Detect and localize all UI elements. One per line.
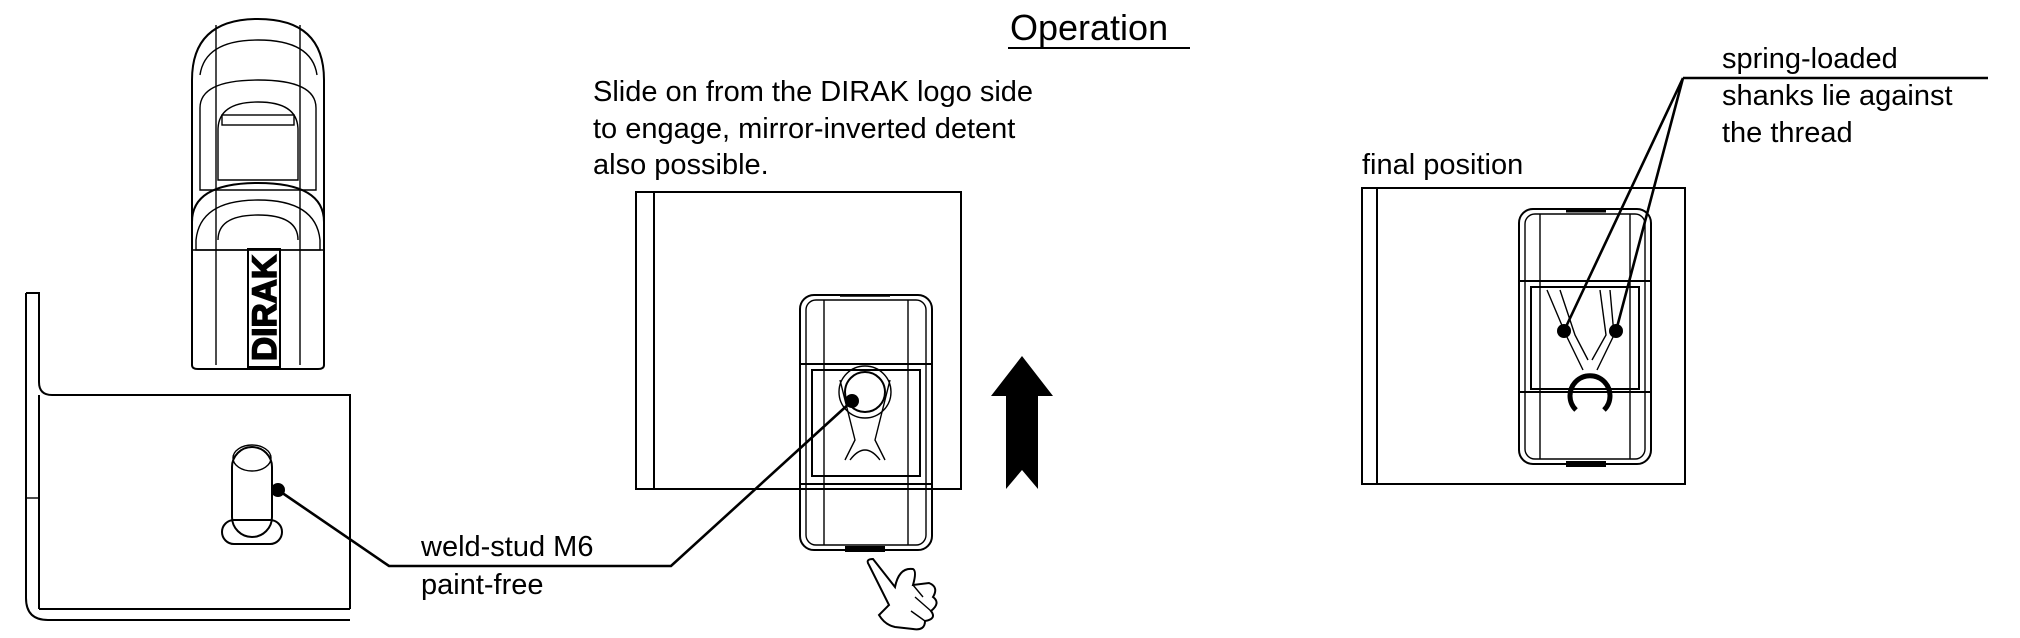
plate-final <box>1361 187 1686 485</box>
instruction-text: Slide on from the DIRAK logo side to eng… <box>593 76 1033 181</box>
diagram-title: Operation <box>1010 7 1168 48</box>
thumbs-up-hand-icon <box>866 557 938 631</box>
shanks-leader-lines <box>1562 77 1685 332</box>
clip-final-position <box>1518 208 1652 467</box>
slide-up-arrow-icon <box>991 356 1053 489</box>
dirak-logo: DIRAK <box>245 248 285 368</box>
dirak-clip-side-view: DIRAK <box>191 17 325 370</box>
weld-stud-label: weld-stud M6 <box>420 531 593 563</box>
bracket-with-stud <box>25 292 351 621</box>
shanks-label-line-2: shanks lie against <box>1722 80 1953 112</box>
paint-free-label: paint-free <box>421 569 544 601</box>
weld-stud-leader-line <box>277 400 853 568</box>
instruction-line-1: Slide on from the DIRAK logo side <box>593 76 1033 108</box>
engage-pointer-dot <box>845 394 859 408</box>
instruction-line-2: to engage, mirror-inverted detent <box>593 113 1015 145</box>
shanks-label-line-1: spring-loaded <box>1722 43 1898 75</box>
final-position-label: final position <box>1362 149 1523 181</box>
dirak-logo-text: DIRAK <box>246 255 284 361</box>
clip-engaging <box>799 294 933 552</box>
plate-engage <box>635 191 962 490</box>
shanks-label-line-3: the thread <box>1722 117 1853 149</box>
thread-ring <box>1567 373 1613 412</box>
instruction-line-3: also possible. <box>593 149 769 181</box>
